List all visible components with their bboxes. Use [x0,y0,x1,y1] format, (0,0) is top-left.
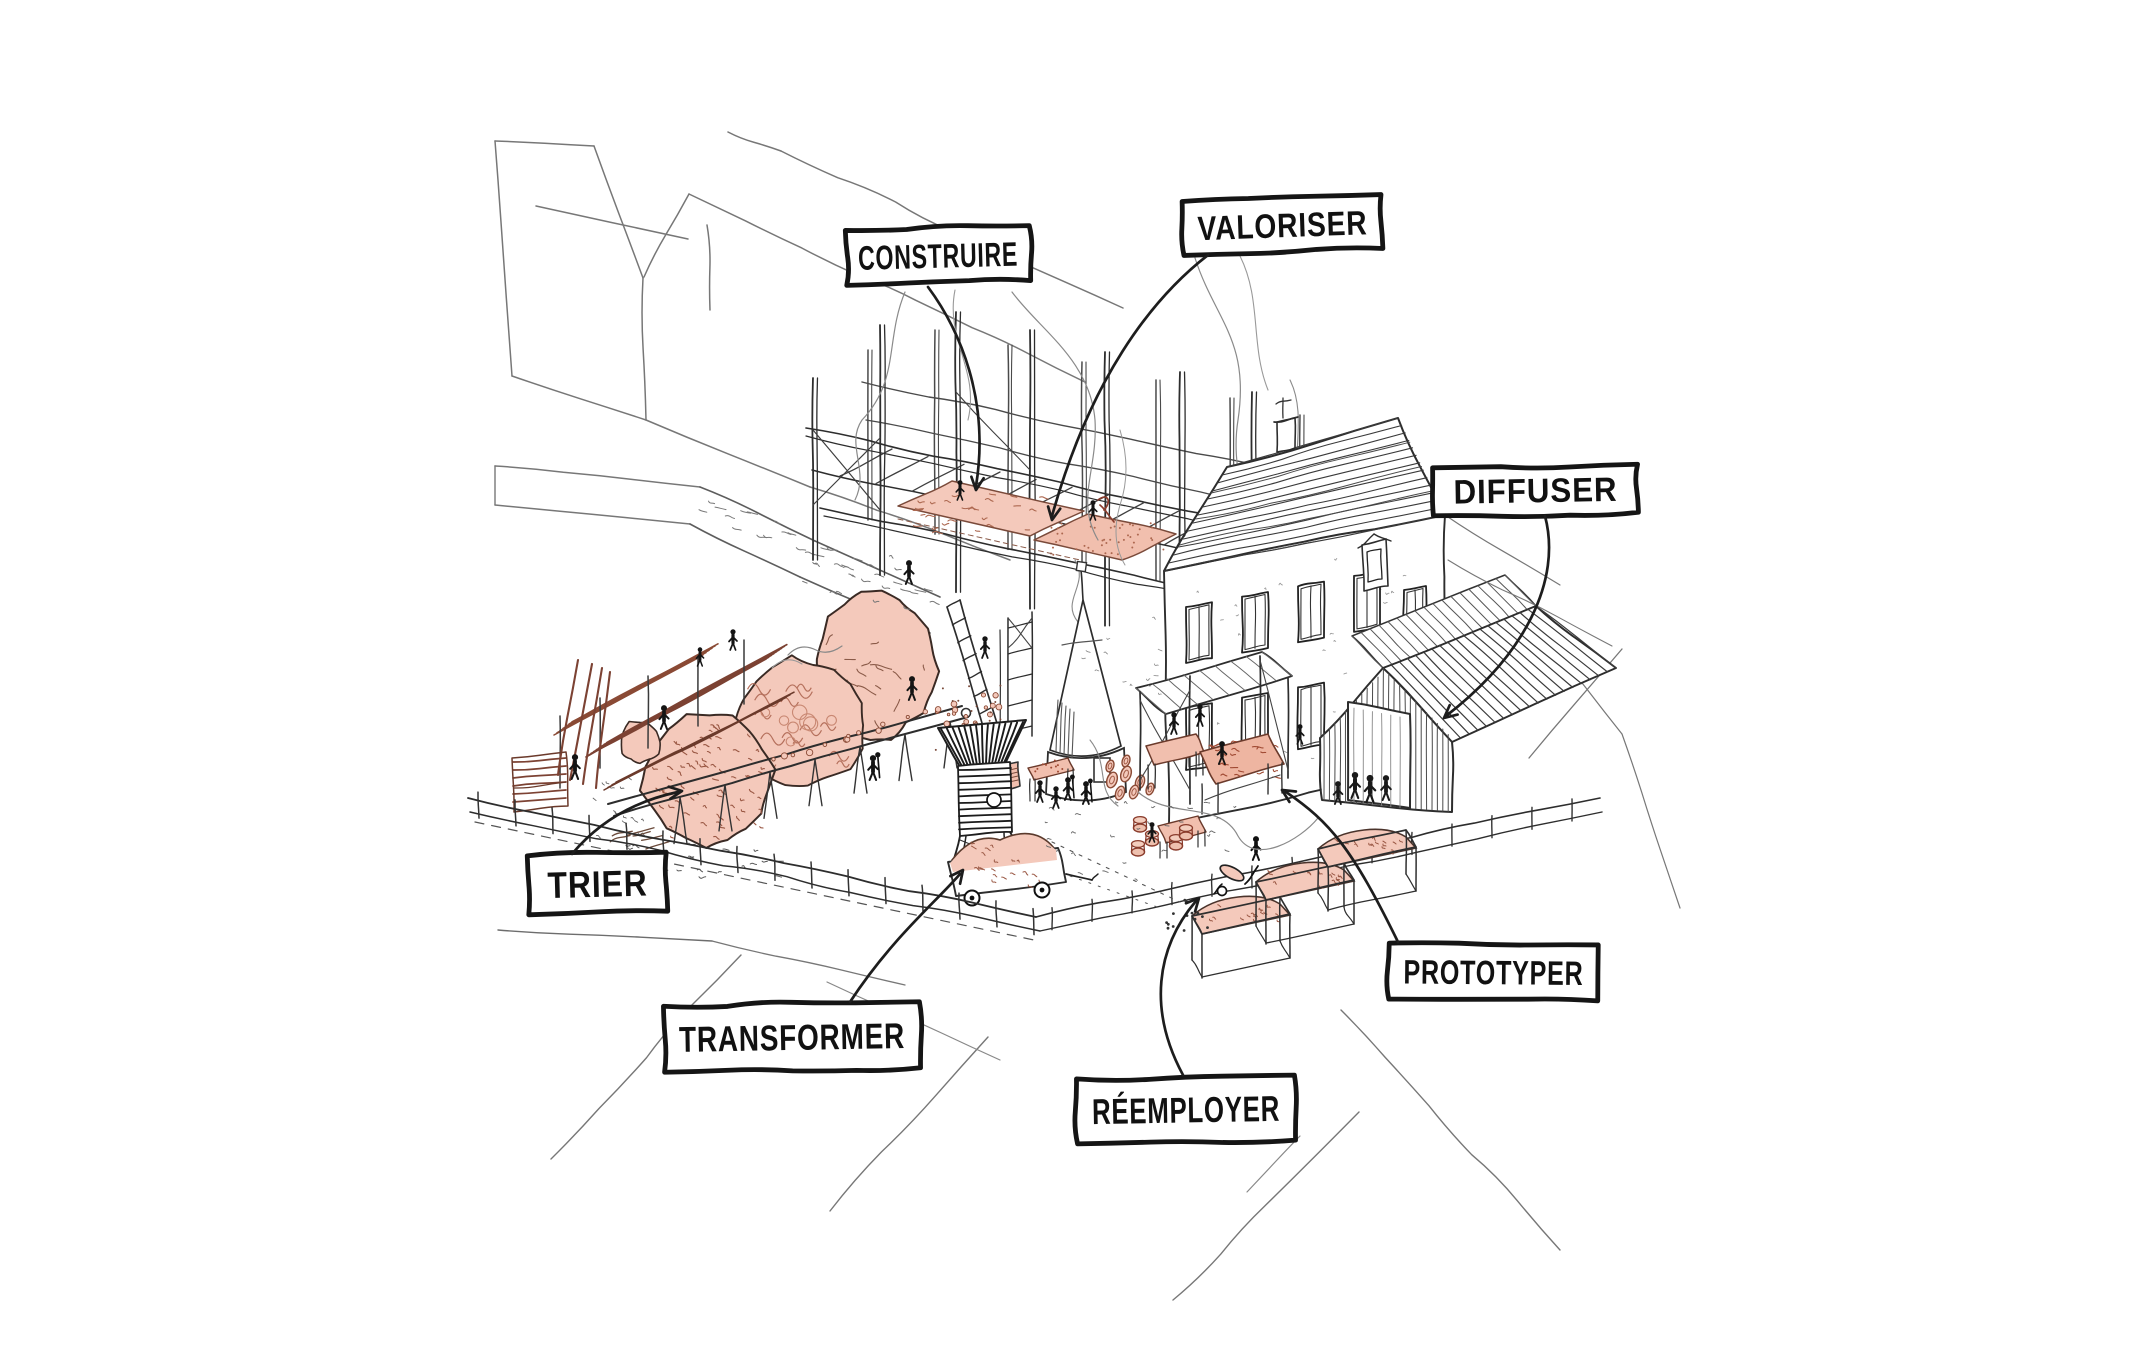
svg-text:CONSTRUIRE: CONSTRUIRE [858,236,1019,278]
svg-text:PROTOTYPER: PROTOTYPER [1403,953,1583,993]
svg-text:VALORISER: VALORISER [1197,204,1368,248]
svg-text:TRANSFORMER: TRANSFORMER [679,1015,906,1060]
svg-text:RÉEMPLOYER: RÉEMPLOYER [1092,1088,1281,1132]
svg-text:DIFFUSER: DIFFUSER [1453,471,1618,512]
svg-text:TRIER: TRIER [547,863,648,907]
